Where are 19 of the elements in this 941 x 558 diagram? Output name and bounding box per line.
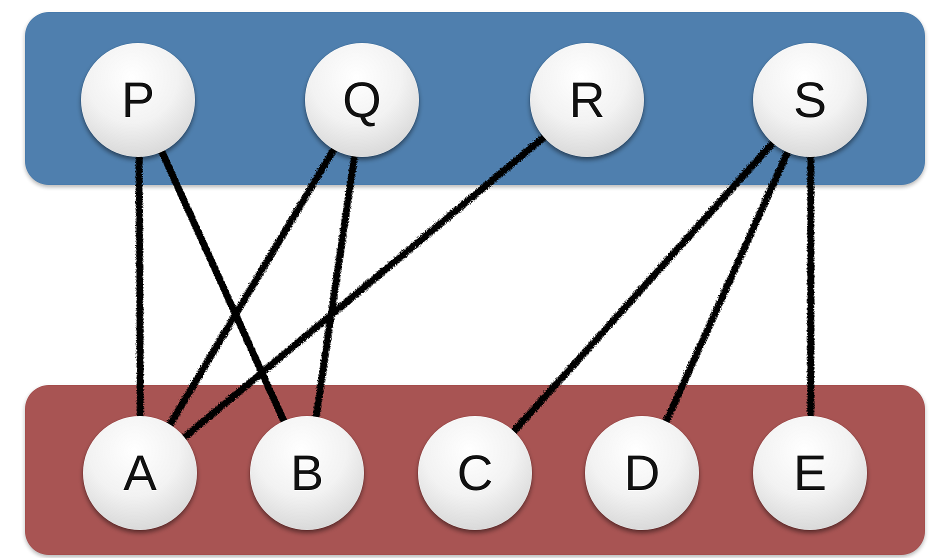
node-label: Q [342, 75, 382, 125]
connector-line [312, 154, 358, 420]
group-panel [25, 385, 925, 555]
node-label: R [568, 75, 606, 125]
connector-line [165, 145, 337, 428]
node-label: S [793, 75, 827, 125]
connector-line [806, 155, 814, 418]
connector-line [180, 132, 548, 440]
node-label: B [290, 448, 324, 498]
node-label: A [123, 448, 157, 498]
connector-line [661, 148, 791, 424]
connector-line [134, 154, 144, 418]
node-label: E [793, 448, 827, 498]
group-panel [25, 12, 925, 185]
connector-line [158, 148, 288, 424]
node-label: P [121, 75, 155, 125]
connector-line [509, 138, 776, 434]
node-label: C [456, 448, 494, 498]
node-label: D [624, 448, 660, 498]
